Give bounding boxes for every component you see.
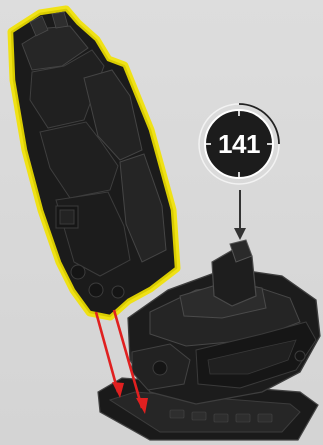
arrow-down-icon <box>234 190 246 240</box>
step-number: 141 <box>197 102 281 186</box>
highlighted-brick-part <box>12 10 176 316</box>
step-badge: 141 <box>197 102 281 186</box>
